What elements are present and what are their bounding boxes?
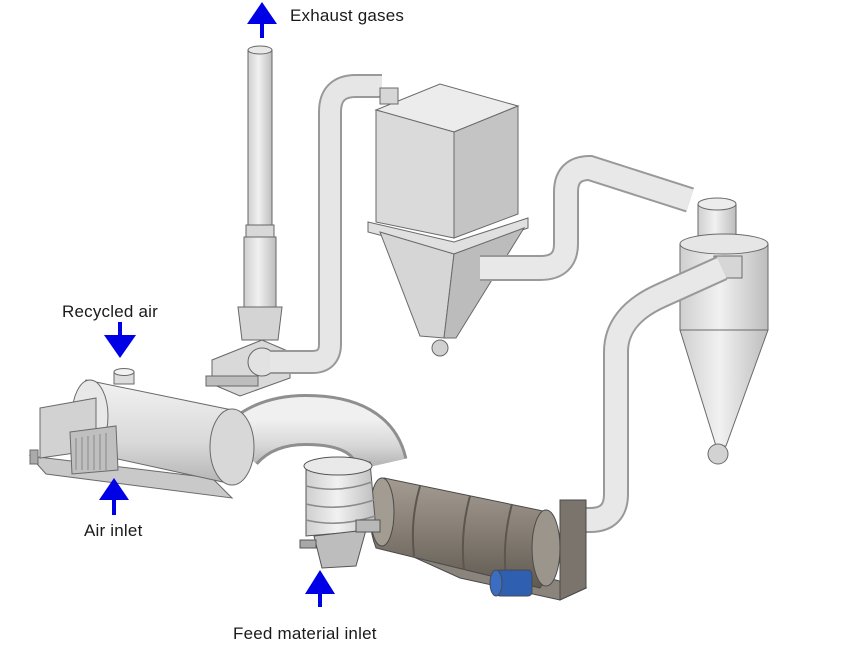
- arrow-recycled-air: [104, 322, 136, 358]
- label-recycled-air: Recycled air: [62, 302, 158, 321]
- duct-to-bag-filter: [270, 74, 382, 374]
- duct-burner-to-drum: [218, 393, 408, 472]
- feed-hopper: [299, 456, 381, 569]
- arrow-air-inlet: [99, 478, 129, 515]
- rotary-drum: [369, 477, 588, 601]
- duct-drum-to-cyclone: [560, 256, 728, 533]
- arrow-exhaust: [247, 2, 277, 38]
- hot-air-generator: [28, 368, 255, 499]
- cyclone: [679, 197, 769, 465]
- arrow-feed-inlet: [305, 570, 335, 607]
- label-feed-material-inlet: Feed material inlet: [233, 624, 377, 643]
- duct-to-cyclone: [480, 154, 694, 281]
- label-exhaust-gases: Exhaust gases: [290, 6, 405, 25]
- label-air-inlet: Air inlet: [84, 521, 143, 540]
- exhaust-stack: [205, 45, 291, 397]
- bag-filter: [367, 83, 529, 357]
